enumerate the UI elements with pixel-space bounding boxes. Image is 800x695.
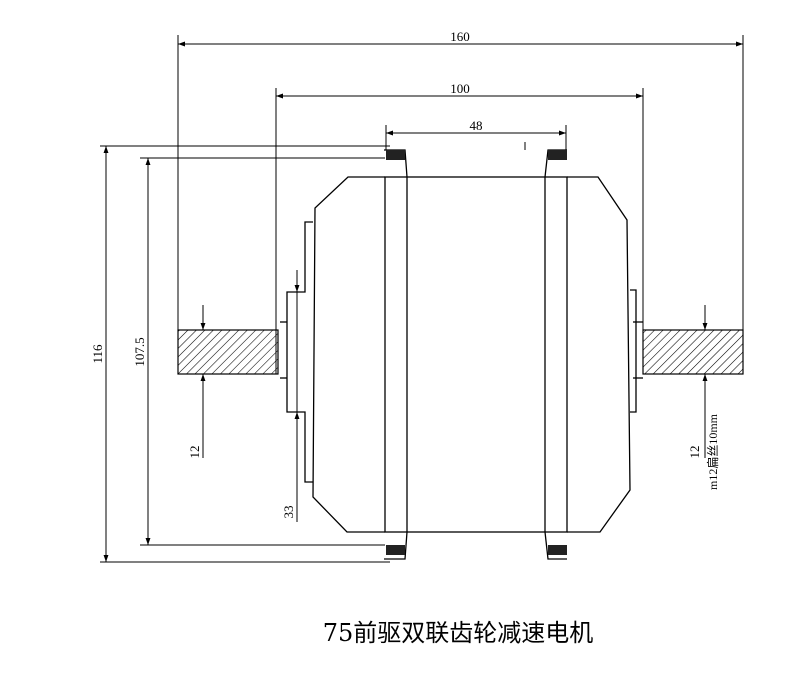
right-flange-bottom-ring: [548, 545, 567, 555]
right-bearing-step: [630, 289, 637, 413]
right-flange: [544, 149, 567, 560]
dim-hub-width: 48: [470, 118, 483, 133]
dim-axle-right: 12: [687, 446, 702, 459]
right-flange-top-ring: [548, 150, 567, 160]
right-axle: [642, 329, 744, 375]
left-flange: [384, 149, 408, 560]
dim-flange-diameter: 107.5: [132, 337, 147, 366]
dim-thread-note: m12扁丝10mm: [706, 413, 720, 490]
dim-axle-left: 12: [187, 446, 202, 459]
hub-shell: [384, 176, 568, 533]
extension-lines: [100, 35, 744, 563]
dim-overall-height: 116: [90, 344, 105, 364]
left-bearing-step: [286, 221, 313, 483]
right-end-cap: [567, 176, 631, 533]
left-flange-bottom-ring: [386, 545, 405, 555]
left-flange-top-ring: [386, 150, 405, 160]
dim-overall-width: 160: [450, 29, 470, 44]
left-axle: [177, 329, 279, 375]
drawing-caption: 75前驱双联齿轮减速电机: [323, 619, 594, 647]
left-end-cap: [312, 176, 385, 533]
dim-flange-spacing: 100: [450, 81, 470, 96]
motor-body: [280, 149, 643, 560]
dimension-lines: [103, 41, 743, 562]
dim-bearing-seat: 33: [281, 506, 296, 519]
